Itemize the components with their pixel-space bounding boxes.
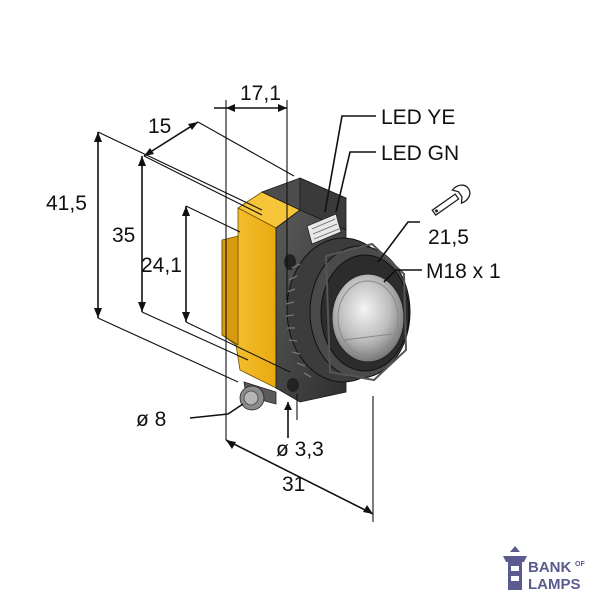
label-dim-21-5: 21,5 — [428, 226, 469, 249]
mounting-hole-bottom — [287, 378, 299, 392]
label-led-gn: LED GN — [381, 142, 459, 165]
dimension-labels: LED YE LED GN 17,1 15 41,5 35 24,1 21,5 … — [46, 82, 501, 496]
label-led-ye: LED YE — [381, 106, 455, 129]
label-dia-3-3: ø 3,3 — [276, 438, 324, 461]
cable — [239, 381, 277, 411]
logo-line-1: BANK — [528, 559, 571, 576]
label-thread: M18 x 1 — [426, 260, 501, 283]
dimension-lines — [94, 100, 422, 522]
lens — [331, 273, 405, 363]
label-dim-17-1: 17,1 — [240, 82, 281, 105]
logo-line-2: LAMPS — [528, 576, 581, 593]
label-dim-41-5: 41,5 — [46, 192, 87, 215]
logo-of: OF — [575, 561, 585, 568]
label-dia-8: ø 8 — [136, 408, 166, 431]
led-window — [306, 213, 342, 245]
lighthouse-icon — [503, 546, 527, 590]
label-dim-24-1: 24,1 — [141, 254, 182, 277]
sensor-body — [221, 177, 411, 411]
label-dim-35: 35 — [112, 224, 135, 247]
label-dim-15: 15 — [148, 115, 171, 138]
mounting-ear — [221, 235, 239, 346]
wrench-icon — [431, 184, 471, 216]
label-dim-31: 31 — [282, 473, 305, 496]
bank-of-lamps-logo: BANK OF LAMPS — [503, 546, 585, 593]
